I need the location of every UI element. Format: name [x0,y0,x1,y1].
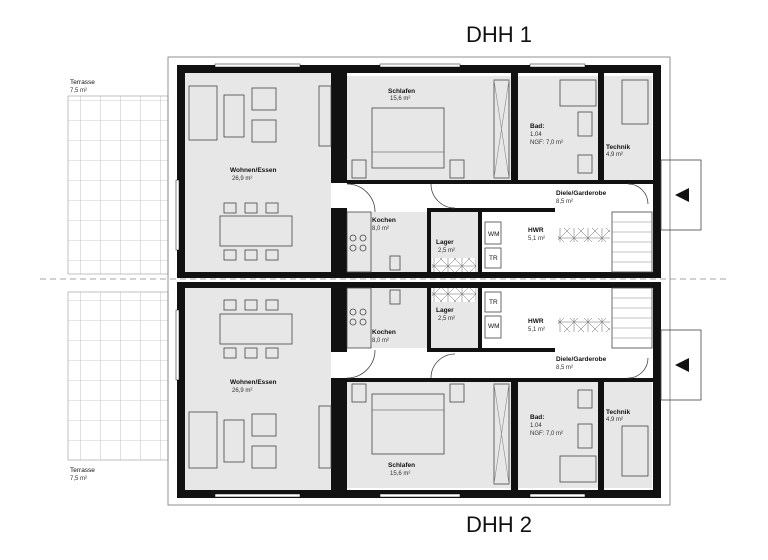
room-bad [518,382,598,488]
site-outline [167,56,671,506]
area-technik: 4,9 m² [606,152,623,158]
terrace-label: Terrasse [70,467,95,474]
terrace-label: Terrasse [70,79,95,86]
unit-dhh2: Wohnen/Essen 26,9 m² Schlafen 15,6 m² Ba… [175,282,702,498]
label-technik: Technik [606,409,630,416]
title-dhh1: DHH 1 [466,22,532,47]
area-kochen: 8,0 m² [372,226,389,232]
room-wohnen [185,73,331,272]
stairs-dhh1 [611,211,653,273]
area-diele: 8,5 m² [556,365,573,371]
label-wohnen: Wohnen/Essen [230,379,277,386]
label-bad: Bad: [530,414,544,421]
area-technik: 4,9 m² [606,417,623,423]
unit-dhh1: Wohnen/Essen 26,9 m² Schlafen 15,6 m² Ba… [175,63,702,278]
label-technik: Technik [606,144,630,151]
area-schlafen: 15,6 m² [390,471,410,477]
num-bad: 1.04 [530,423,542,429]
area-hwr: 5,1 m² [528,327,545,333]
area-lager: 2,5 m² [438,248,455,254]
room-kochen [347,212,427,272]
label-wm: WM [488,231,500,238]
area-kochen: 8,0 m² [372,338,389,344]
area-lager: 2,5 m² [438,316,455,322]
label-schlafen: Schlafen [388,88,415,95]
entrance-arrow-icon [675,188,689,202]
area-bad: NGF: 7,0 m² [530,140,563,146]
label-schlafen: Schlafen [388,462,415,469]
area-bad: NGF: 7,0 m² [530,431,563,437]
label-wohnen: Wohnen/Essen [230,167,277,174]
area-diele: 8,5 m² [556,199,573,205]
area-wohnen: 26,9 m² [232,176,252,182]
label-lager: Lager [436,239,454,246]
terrace-area: 7,5 m² [70,476,87,482]
label-lager: Lager [436,307,454,314]
label-tr: TR [489,255,498,262]
room-technik [604,76,652,180]
label-bad: Bad: [530,123,544,130]
room-kochen [347,288,427,348]
area-hwr: 5,1 m² [528,236,545,242]
label-hwr: HWR [528,318,544,325]
stairs-dhh2 [611,287,653,349]
title-dhh2: DHH 2 [466,512,532,537]
room-schlafen [347,76,511,180]
num-bad: 1.04 [530,132,542,138]
label-kochen: Kochen [372,329,396,336]
room-bad [518,76,598,180]
entrance-arrow-icon [675,358,689,372]
label-tr: TR [489,299,498,306]
label-kochen: Kochen [372,217,396,224]
label-hwr: HWR [528,227,544,234]
terrace-area: 7,5 m² [70,88,87,94]
label-wm: WM [488,323,500,330]
label-diele: Diele/Garderobe [556,356,607,363]
room-wohnen [185,288,331,490]
room-schlafen [347,382,511,488]
terrace-dhh1: Terrasse 7,5 m² [67,79,169,275]
label-diele: Diele/Garderobe [556,190,607,197]
terrace-dhh2: Terrasse 7,5 m² [67,291,169,482]
room-technik [604,382,652,488]
area-schlafen: 15,6 m² [390,96,410,102]
area-wohnen: 26,9 m² [232,388,252,394]
